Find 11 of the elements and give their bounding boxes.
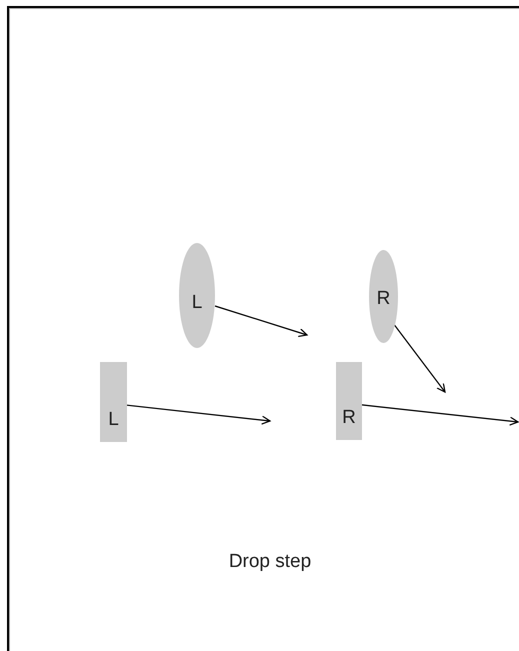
node-label: L [108,410,119,429]
step-caption: Drop step [228,551,312,573]
arrow [214,305,308,337]
arrow [394,324,446,393]
arrow [362,404,519,426]
rect-node [100,362,127,442]
node-label: R [342,408,356,427]
node-label: L [192,293,202,312]
rect-node [336,362,362,440]
node-label: R [376,289,390,308]
arrow [126,404,271,425]
